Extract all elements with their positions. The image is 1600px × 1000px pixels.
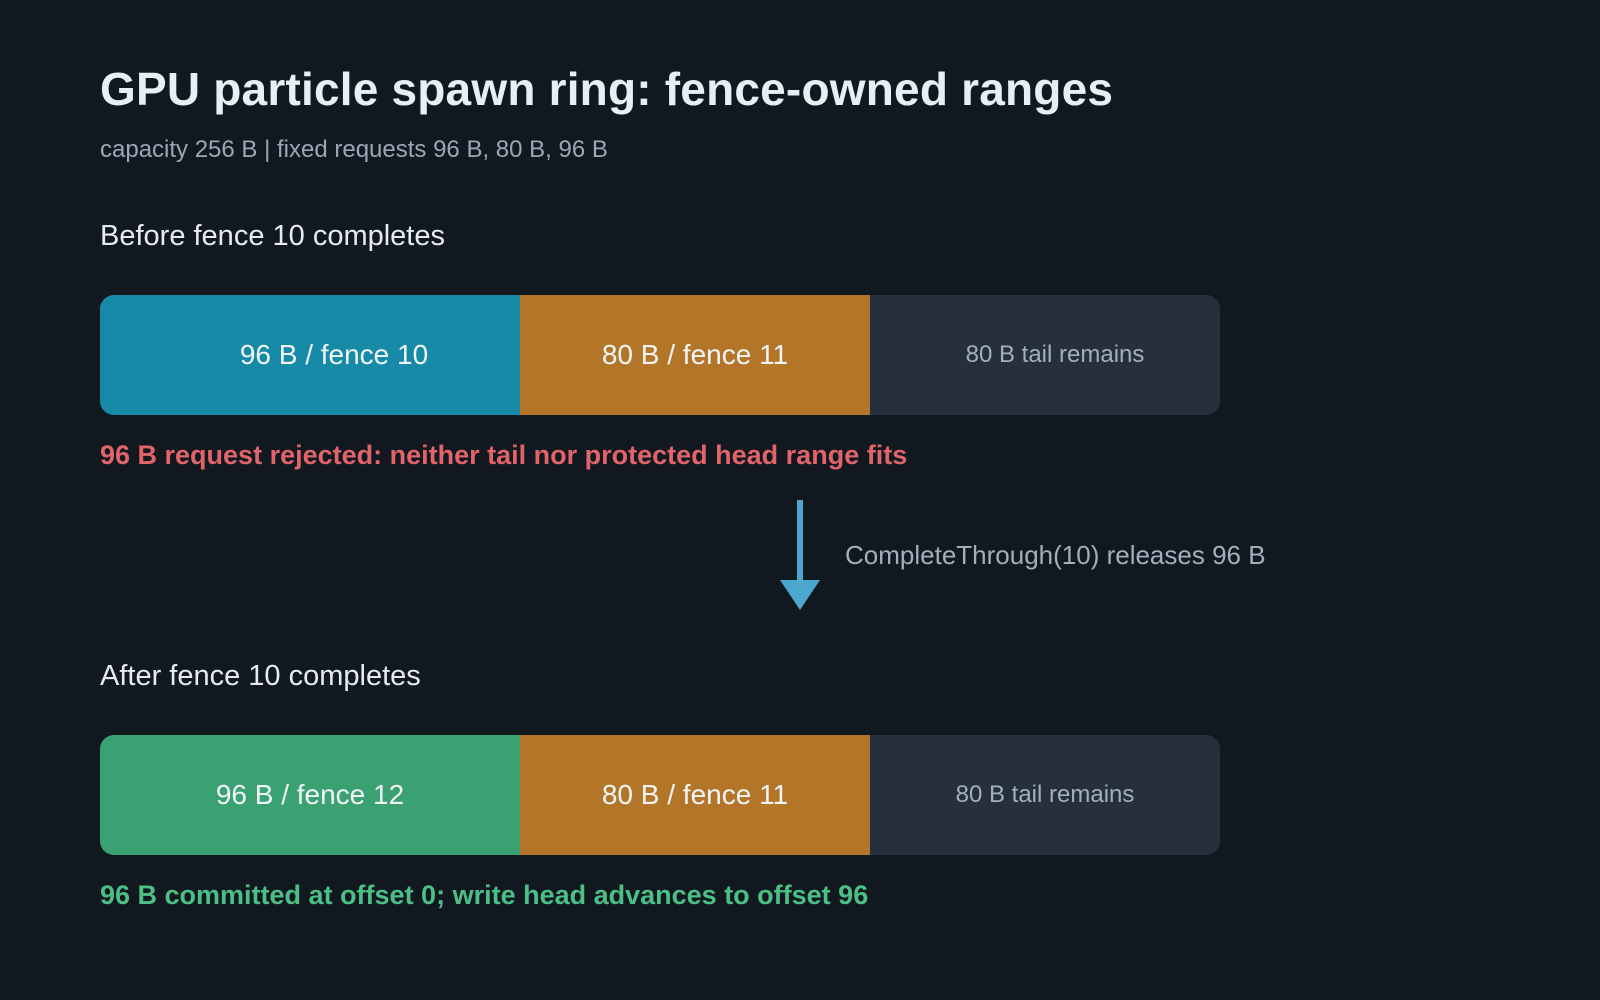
after-heading: After fence 10 completes (100, 660, 421, 692)
segment-label: 80 B tail remains (955, 781, 1135, 808)
commit-status: 96 B committed at offset 0; write head a… (100, 880, 869, 910)
segment-fence-11: 80 B / fence 11 (520, 295, 870, 415)
segment-label: 80 B / fence 11 (601, 779, 789, 810)
page-subtitle: capacity 256 B | fixed requests 96 B, 80… (100, 136, 608, 163)
ring-buffer-after: 96 B / fence 12 80 B / fence 11 80 B tai… (100, 735, 1220, 855)
page-title: GPU particle spawn ring: fence-owned ran… (100, 63, 1114, 115)
segment-tail-free: 80 B tail remains (870, 735, 1220, 855)
down-arrow-icon (780, 500, 820, 610)
segment-fence-11: 80 B / fence 11 (520, 735, 870, 855)
segment-label: 96 B / fence 10 (239, 339, 429, 370)
before-heading: Before fence 10 completes (100, 220, 445, 252)
segment-label: 80 B / fence 11 (601, 339, 789, 370)
segment-fence-10: 96 B / fence 10 (100, 295, 520, 415)
segment-label: 80 B tail remains (965, 341, 1145, 368)
ring-buffer-before: 96 B / fence 10 80 B / fence 11 80 B tai… (100, 295, 1220, 415)
segment-fence-12: 96 B / fence 12 (100, 735, 520, 855)
rejection-status: 96 B request rejected: neither tail nor … (100, 440, 908, 470)
transition-label: CompleteThrough(10) releases 96 B (845, 540, 1266, 570)
segment-label: 96 B / fence 12 (215, 779, 405, 810)
segment-tail-free: 80 B tail remains (870, 295, 1220, 415)
